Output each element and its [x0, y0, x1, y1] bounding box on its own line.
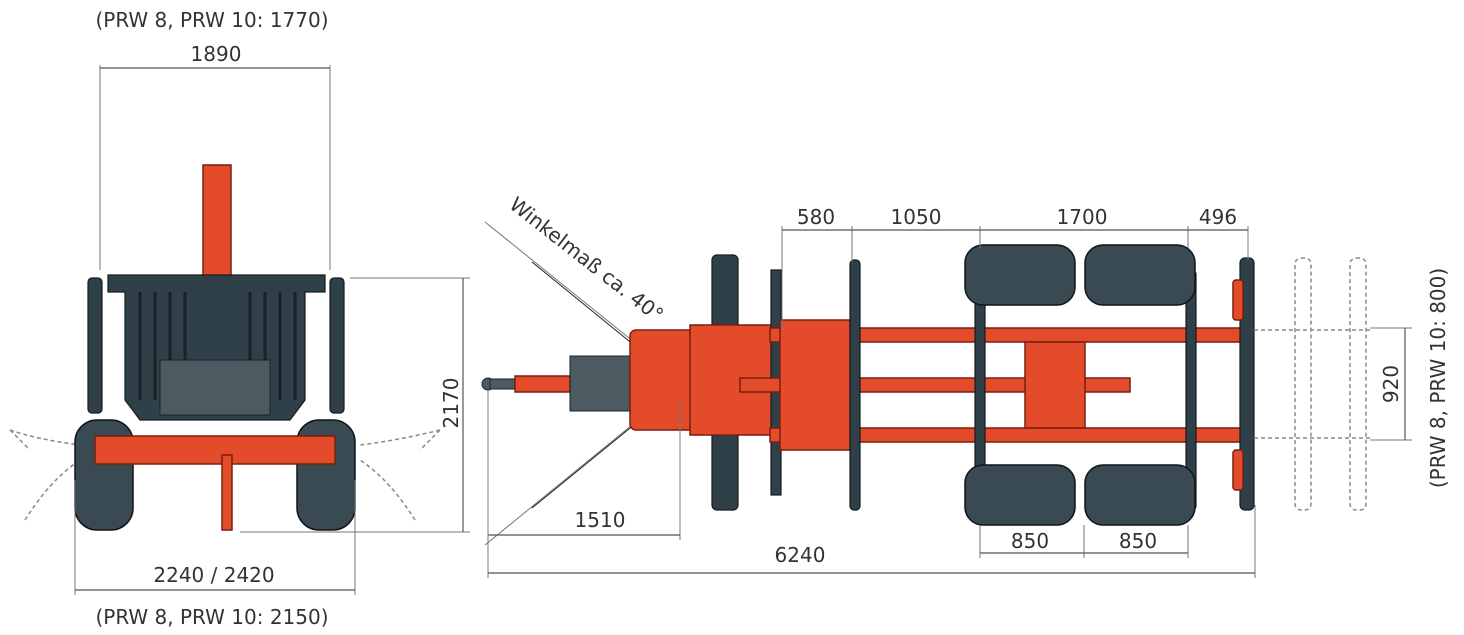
drawbar-ghost-upper [531, 261, 641, 351]
axle-spacing-right-label: 850 [1119, 529, 1157, 553]
overall-length-label: 6240 [775, 543, 826, 567]
stake-bar-rear [1239, 257, 1255, 511]
load-plate [159, 359, 271, 416]
outrigger-arc-left [9, 429, 81, 521]
tyre-rear-lower [1084, 464, 1196, 526]
bunk-spacing-label: 920 [1379, 365, 1403, 403]
dim-1050-label: 1050 [891, 205, 942, 229]
height-label: 2170 [439, 378, 463, 429]
frame-rear-block [1024, 341, 1086, 429]
rear-lights-upper [1232, 279, 1244, 321]
stake-left-outer [87, 277, 103, 414]
drawbar-tube-red [514, 375, 571, 393]
stake-width-label: 1890 [191, 42, 242, 66]
drawbar-box [569, 355, 631, 412]
front-axle-beam [94, 435, 336, 465]
stake-right-outer [329, 277, 345, 414]
stake-bar-2 [849, 259, 861, 511]
tyre-rear-upper [1084, 244, 1196, 306]
side-note: (PRW 8, PRW 10: 800) [1426, 268, 1450, 488]
dim-580-label: 580 [797, 205, 835, 229]
tyre-front-upper [964, 244, 1076, 306]
axle-spacing-left-label: 850 [1011, 529, 1049, 553]
front-bottom-note: (PRW 8, PRW 10: 2150) [95, 605, 328, 629]
frame-front-block [779, 319, 851, 451]
drawbar-post [221, 454, 233, 531]
bunk-bars [138, 292, 297, 400]
top-view: Winkelmaß ca. 40° [481, 192, 1450, 578]
drawbar-ghost-lower [531, 419, 641, 509]
drawbar-length-label: 1510 [575, 508, 626, 532]
ghost-stake-2 [1349, 257, 1367, 511]
ghost-stake-1 [1294, 257, 1312, 511]
front-view: (PRW 8, PRW 10: 1770) 1890 [9, 8, 470, 629]
dim-1700-label: 1700 [1057, 205, 1108, 229]
rear-lights-lower [1232, 449, 1244, 491]
track-width-label: 2240 / 2420 [153, 563, 274, 587]
front-top-note: (PRW 8, PRW 10: 1770) [95, 8, 328, 32]
outrigger-arc-right [359, 429, 441, 521]
tyre-front-lower [964, 464, 1076, 526]
dim-496-label: 496 [1199, 205, 1237, 229]
